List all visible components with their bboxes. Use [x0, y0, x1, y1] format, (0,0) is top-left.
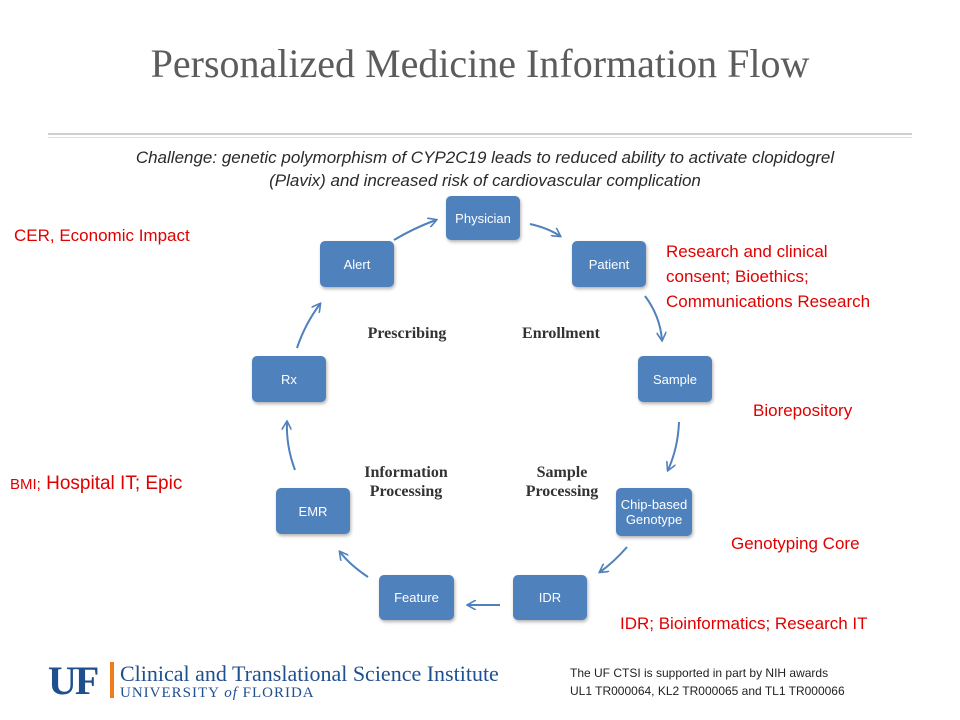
arrow-emr-rx [287, 422, 296, 471]
node-emr: EMR [276, 488, 350, 534]
node-patient: Patient [572, 241, 646, 287]
page-title: Personalized Medicine Information Flow [150, 41, 810, 86]
node-chip-label-1: Chip-based [620, 497, 688, 512]
challenge-text: Challenge: genetic polymorphism of CYP2C… [20, 146, 950, 192]
node-rx: Rx [252, 356, 326, 402]
challenge-line-2: (Plavix) and increased risk of cardiovas… [269, 171, 701, 190]
annotation-research-line-1: Research and clinical [666, 242, 828, 261]
annotation-idr: IDR; Bioinformatics; Research IT [620, 614, 868, 633]
univ-prefix: UNIVERSITY [120, 685, 220, 701]
institute-name: Clinical and Translational Science Insti… [120, 661, 499, 686]
arrow-feature-emr [340, 552, 369, 578]
phase-info-line-2: Processing [369, 483, 443, 500]
title-divider [48, 133, 912, 135]
phase-enrollment: Enrollment [522, 325, 600, 342]
univ-of: of [224, 685, 238, 701]
uf-logo-letters: UF [48, 658, 99, 703]
annotation-genotyping: Genotyping Core [731, 534, 860, 553]
title-divider-thin [48, 137, 912, 138]
challenge-line-1: Challenge: genetic polymorphism of CYP2C… [135, 148, 835, 167]
arrow-alert-physician [393, 220, 436, 241]
funding-line-1: The UF CTSI is supported in part by NIH … [570, 666, 829, 680]
annotation-research-line-3: Communications Research [666, 292, 871, 311]
node-chip-based-genotype: Chip-based Genotype [616, 488, 692, 536]
phase-prescribing: Prescribing [367, 325, 447, 342]
arrow-patient-sample [644, 295, 662, 340]
node-alert: Alert [320, 241, 394, 287]
phase-sample-processing: Sample Processing [502, 463, 622, 501]
uf-logo-divider [110, 662, 114, 698]
annotation-biorepository: Biorepository [753, 401, 853, 420]
phase-info-line-1: Information [364, 464, 448, 481]
node-sample: Sample [638, 356, 712, 402]
funding-note: The UF CTSI is supported in part by NIH … [570, 664, 845, 700]
annotation-bmi-rest: Hospital IT; Epic [40, 473, 183, 494]
annotation-research-consent: Research and clinical consent; Bioethics… [666, 239, 870, 314]
annotation-cer: CER, Economic Impact [14, 226, 190, 245]
phase-sample-line-2: Processing [525, 483, 599, 500]
arrow-physician-patient [529, 223, 560, 236]
phase-sample-line-1: Sample [536, 464, 588, 481]
arrow-rx-alert [296, 304, 320, 349]
node-idr: IDR [513, 575, 587, 620]
arrow-sample-chip [668, 421, 680, 470]
node-feature: Feature [379, 575, 454, 620]
node-physician: Physician [446, 196, 520, 240]
phase-information-processing: Information Processing [346, 463, 466, 501]
funding-line-2: UL1 TR000064, KL2 TR000065 and TL1 TR000… [570, 684, 845, 698]
annotation-research-line-2: consent; Bioethics; [666, 267, 809, 286]
annotation-bmi-prefix: BMI; [10, 476, 41, 493]
univ-suffix: FLORIDA [242, 685, 315, 701]
node-chip-label-2: Genotype [625, 512, 683, 527]
university-name: UNIVERSITY of FLORIDA [120, 684, 315, 702]
annotation-bmi: BMI; Hospital IT; Epic [10, 471, 182, 497]
arrow-chip-idr [600, 546, 628, 572]
